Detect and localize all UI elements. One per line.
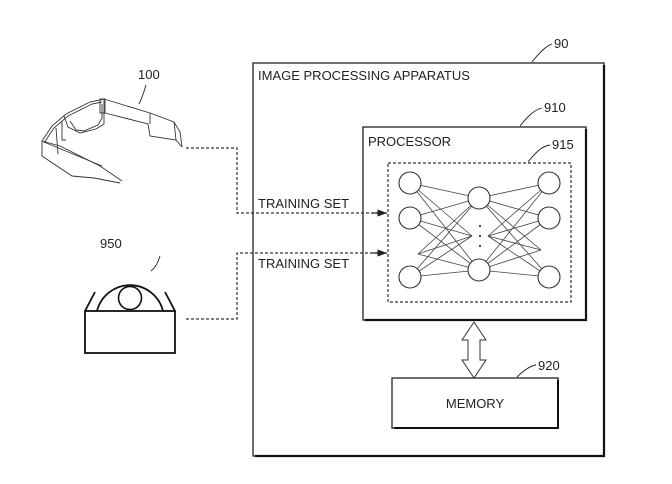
leader-line-100 <box>138 84 147 105</box>
network-edge <box>409 182 480 271</box>
connector-disc-to-network: TRAINING SET <box>186 249 387 320</box>
network-edge <box>409 269 480 278</box>
network-edge <box>409 197 480 219</box>
apparatus-title: IMAGE PROCESSING APPARATUS <box>258 68 470 83</box>
disc-drive-icon <box>84 284 176 354</box>
network-edge <box>409 235 473 278</box>
ref-90: 90 <box>554 36 568 51</box>
ref-920: 920 <box>538 358 560 373</box>
leader-line-915 <box>527 144 551 163</box>
output-node <box>537 206 561 230</box>
network-edge <box>409 182 473 237</box>
network-edge <box>409 217 480 271</box>
ref-910: 910 <box>544 100 566 115</box>
ref-100: 100 <box>138 67 160 82</box>
processor-title: PROCESSOR <box>368 134 451 149</box>
input-node <box>398 206 422 230</box>
leader-line-910 <box>519 107 543 127</box>
ellipsis-dots <box>478 224 482 248</box>
hidden-node <box>467 186 491 210</box>
bidirectional-arrow-icon <box>461 321 487 379</box>
network-edge <box>478 269 550 278</box>
training-set-label-1: TRAINING SET <box>258 196 349 211</box>
training-set-label-2: TRAINING SET <box>258 256 349 271</box>
network-edge <box>409 182 480 199</box>
network-edge <box>417 235 473 255</box>
leader-line-90 <box>531 43 553 63</box>
network-edge <box>487 182 550 237</box>
hidden-node <box>467 258 491 282</box>
image-processing-apparatus: IMAGE PROCESSING APPARATUS 90 <box>252 36 606 458</box>
output-node <box>537 171 561 195</box>
memory-title: MEMORY <box>446 396 505 411</box>
smart-glasses-icon <box>41 98 183 184</box>
ref-915: 915 <box>552 137 574 152</box>
network-edge <box>417 197 480 255</box>
processor-box: PROCESSOR 910 <box>362 100 588 322</box>
leader-line-950 <box>150 255 161 272</box>
ref-950: 950 <box>100 236 122 251</box>
memory-box: MEMORY 920 <box>391 358 560 429</box>
output-node <box>537 265 561 289</box>
input-node <box>398 171 422 195</box>
network-edge <box>409 197 480 278</box>
network-edge <box>478 182 550 271</box>
network-edge <box>487 235 542 251</box>
connector-glasses-to-network: TRAINING SET <box>186 147 387 217</box>
input-node <box>398 265 422 289</box>
leader-line-920 <box>516 364 537 378</box>
neural-network: 915 <box>387 137 574 303</box>
network-edge <box>478 197 550 278</box>
network-edge <box>478 197 550 219</box>
network-edge <box>487 235 550 278</box>
network-edge <box>478 197 542 251</box>
network-edge <box>478 217 550 271</box>
network-edge <box>478 182 550 199</box>
